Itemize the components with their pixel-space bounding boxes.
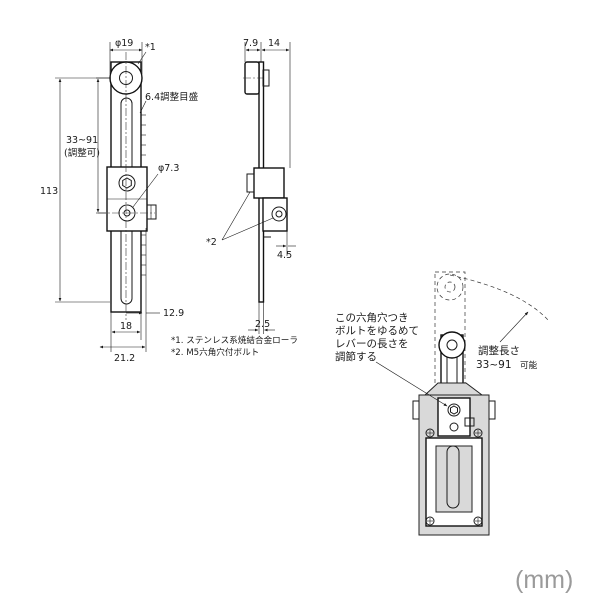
front-hex-bolt — [118, 174, 136, 192]
bolt-marker: *2 — [206, 237, 217, 248]
dim-hole-dia: φ7.3 — [158, 163, 179, 174]
callout-line-1: この六角穴つき — [335, 311, 409, 324]
dim-adjust-range: 33~91 — [66, 135, 98, 146]
front-side-bolt — [146, 204, 157, 220]
note-1: *1. ステンレス系焼結合金ローラ — [171, 334, 298, 346]
detail-phantom-roller — [436, 273, 464, 301]
dim-overall-height: 113 — [40, 186, 58, 197]
detail-roller — [438, 331, 466, 359]
scale-label: 6.4調整目盛 — [145, 91, 199, 103]
dim-7-9: 7.9 — [243, 38, 258, 49]
dim-width-21-2: 21.2 — [114, 353, 135, 364]
dim-adjust-range-sub: (調整可) — [64, 147, 100, 159]
unit-label: (mm) — [515, 566, 573, 594]
side-bolt-head — [271, 206, 287, 222]
side-shaft — [262, 197, 288, 232]
adjust-value-unit: 可能 — [520, 359, 538, 371]
dim-width-18: 18 — [120, 321, 132, 332]
dim-roller-dia: φ19 — [115, 38, 133, 49]
side-view: 7.9 14 4.5 2.5 *2 — [206, 38, 296, 334]
notes: *1. ステンレス系焼結合金ローラ *2. M5六角穴付ボルト — [171, 334, 298, 358]
side-clamp-block — [253, 167, 285, 199]
dim-14: 14 — [268, 38, 280, 49]
callout-line-3: レバーの長さを — [335, 338, 409, 350]
adjust-label: 調整長さ — [478, 344, 520, 357]
dim-2-5: 2.5 — [255, 319, 270, 330]
detail-view: この六角穴つき ボルトをゆるめて レバーの長さを 調節する 調整長さ 33~91… — [335, 271, 549, 536]
adjust-value: 33~91 — [476, 359, 512, 371]
front-view: φ19 *1 6.4調整目盛 33~91 (調整可) 113 φ7.3 18 2… — [40, 38, 199, 364]
front-scale-ticks — [141, 114, 146, 276]
detail-adjust-arc — [449, 274, 549, 321]
dim-12-9: 12.9 — [163, 308, 184, 319]
roller-note-marker: *1 — [145, 42, 156, 53]
note-2: *2. M5六角穴付ボルト — [171, 346, 259, 358]
dim-4-5: 4.5 — [277, 250, 292, 261]
detail-clamp — [437, 397, 471, 437]
callout-line-2: ボルトをゆるめて — [335, 325, 419, 337]
detail-hex-bolt — [447, 403, 461, 417]
callout-line-4: 調節する — [335, 350, 377, 363]
